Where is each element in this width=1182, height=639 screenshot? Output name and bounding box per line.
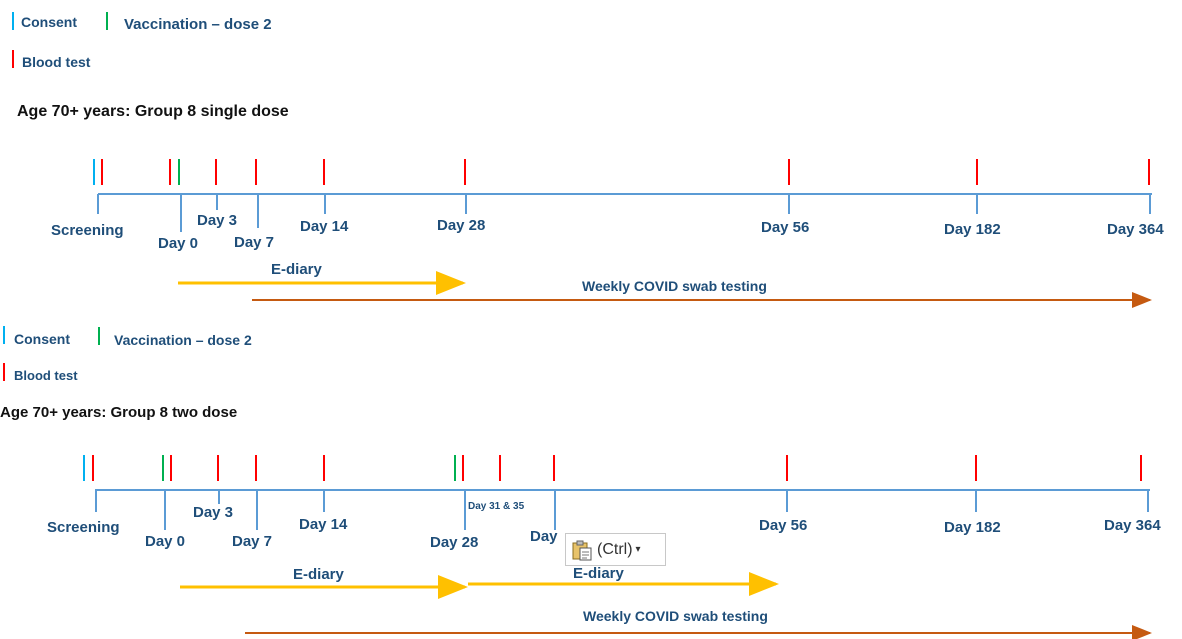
blood-tick xyxy=(499,455,501,481)
day-label-0: Day 0 xyxy=(158,235,199,252)
blood-tick xyxy=(217,455,219,481)
vaccination-marker xyxy=(98,327,100,345)
legend-consent-label: Consent xyxy=(21,14,77,30)
blood-tick xyxy=(464,159,466,185)
day-label-56: Day 56 xyxy=(761,219,810,236)
blood-tick xyxy=(786,455,788,481)
day-label-screening: Screening xyxy=(47,519,120,536)
day-label-screening: Screening xyxy=(51,222,124,239)
day-label-3: Day 3 xyxy=(197,212,238,229)
day-label-182: Day 182 xyxy=(944,221,1001,238)
vaccination-tick xyxy=(178,159,180,185)
legend-vaccination-label: Vaccination – dose 2 xyxy=(114,332,252,348)
day-label-364: Day 364 xyxy=(1104,517,1161,534)
blood-tick xyxy=(215,159,217,185)
blood-tick xyxy=(255,455,257,481)
blood-tick xyxy=(170,455,172,481)
day-label-14: Day 14 xyxy=(299,516,348,533)
blood-tick xyxy=(1140,455,1142,481)
blood-tick xyxy=(462,455,464,481)
timeline-axis-2 xyxy=(95,489,1150,530)
vaccination-tick xyxy=(454,455,456,481)
vaccination-tick xyxy=(162,455,164,481)
day-label-182: Day 182 xyxy=(944,519,1001,536)
clipboard-icon xyxy=(571,539,593,561)
ediary-label-1: E-diary xyxy=(271,261,322,278)
blood-tick xyxy=(92,455,94,481)
blood-tick xyxy=(553,455,555,481)
vaccination-marker xyxy=(106,12,108,30)
diagram-title-1: Age 70+ years: Group 8 single dose xyxy=(17,103,289,120)
timeline-axis-1 xyxy=(97,193,1152,232)
blood-tick xyxy=(255,159,257,185)
chevron-down-icon: ▾ xyxy=(635,544,641,555)
day-label-28: Day 28 xyxy=(430,534,479,551)
day-label-0: Day 0 xyxy=(145,533,186,550)
legend-blood-label: Blood test xyxy=(14,368,78,383)
blood-tick xyxy=(976,159,978,185)
blood-tick xyxy=(788,159,790,185)
consent-marker xyxy=(3,326,5,344)
consent-tick xyxy=(83,455,85,481)
blood-tick xyxy=(169,159,171,185)
blood-tick xyxy=(323,159,325,185)
blood-marker xyxy=(12,50,14,68)
consent-marker xyxy=(12,12,14,30)
blood-tick xyxy=(1148,159,1150,185)
paste-options-label: (Ctrl) xyxy=(597,540,633,558)
day-label-31-35: Day 31 & 35 xyxy=(468,501,525,512)
legend-consent-label: Consent xyxy=(14,331,70,347)
day-label-28: Day 28 xyxy=(437,217,486,234)
day-label-3: Day 3 xyxy=(193,504,234,521)
legend-vaccination-label: Vaccination – dose 2 xyxy=(124,16,272,33)
legend-blood-label: Blood test xyxy=(22,54,91,70)
day-label-7: Day 7 xyxy=(232,533,273,550)
consent-tick xyxy=(93,159,95,185)
paste-options-button[interactable]: (Ctrl) ▾ xyxy=(565,533,666,566)
blood-tick xyxy=(975,455,977,481)
day-label-partial: Day xyxy=(530,528,558,545)
day-label-364: Day 364 xyxy=(1107,221,1164,238)
swab-label-2: Weekly COVID swab testing xyxy=(583,608,768,624)
blood-tick xyxy=(101,159,103,185)
day-label-7: Day 7 xyxy=(234,234,275,251)
ediary-label-2b: E-diary xyxy=(573,565,624,582)
day-label-56: Day 56 xyxy=(759,517,808,534)
diagram-title-2: Age 70+ years: Group 8 two dose xyxy=(0,404,238,421)
swab-label-1: Weekly COVID swab testing xyxy=(582,278,767,294)
blood-tick xyxy=(323,455,325,481)
blood-marker xyxy=(3,363,5,381)
day-label-14: Day 14 xyxy=(300,218,349,235)
ediary-label-2a: E-diary xyxy=(293,566,344,583)
